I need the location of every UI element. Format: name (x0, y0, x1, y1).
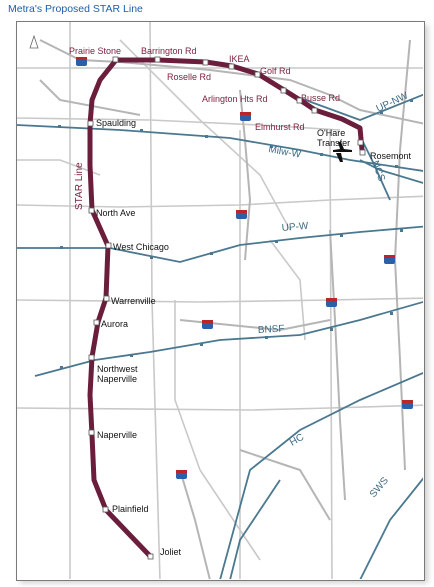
interstate-shield-icon (384, 255, 395, 264)
station-label-busse-rd: Busse Rd (301, 93, 340, 103)
rail-label-ncs: NCS (369, 159, 387, 183)
station-label-spaulding: Spaulding (96, 118, 136, 128)
station-label-golf-rd: Golf Rd (260, 66, 291, 76)
station-label-arlington-hts-rd: Arlington Hts Rd (202, 94, 268, 104)
station-label-prairie-stone: Prairie Stone (69, 46, 121, 56)
station-label-ikea: IKEA (229, 54, 250, 64)
station-label-warrenville: Warrenville (111, 296, 156, 306)
station-label-aurora: Aurora (101, 319, 128, 329)
station-label-barrington-rd: Barrington Rd (141, 46, 197, 56)
rail-label-up-nw: UP-NW (375, 90, 411, 115)
rail-label-sws: SWS (368, 475, 391, 500)
station-label-naperville: Naperville (97, 430, 137, 440)
station-label-joliet: Joliet (160, 547, 182, 557)
interstate-shield-icon (326, 298, 337, 307)
rail-label-hc: HC (288, 432, 306, 449)
interstate-shield-icon (76, 57, 87, 66)
airplane-icon (333, 142, 352, 162)
interstate-shield-icon (402, 400, 413, 409)
interstate-shield-icon (236, 210, 247, 219)
star-line-label: STAR Line (74, 162, 85, 210)
interstate-shield-icon (202, 320, 213, 329)
star-stations (87, 56, 366, 560)
map-title: Metra's Proposed STAR Line (8, 3, 143, 15)
station-label-plainfield: Plainfield (112, 504, 149, 514)
rail-label-up-w: UP-W (281, 221, 309, 234)
rail-station-ticks (58, 99, 413, 369)
station-label-west-chicago: West Chicago (113, 242, 169, 252)
roads (17, 22, 423, 579)
rail-label-bnsf: BNSF (258, 324, 285, 336)
interstate-shields (76, 57, 413, 479)
interstate-shield-icon (176, 470, 187, 479)
rail-label-milw-w: Milw-W (267, 144, 302, 161)
interstate-shield-icon (240, 112, 251, 121)
station-label-north-ave: North Ave (96, 208, 135, 218)
north-arrow-icon (29, 34, 39, 49)
station-label-rosemont: Rosemont (370, 151, 412, 161)
station-label-elmhurst-rd: Elmhurst Rd (255, 122, 305, 132)
station-label-roselle-rd: Roselle Rd (167, 72, 211, 82)
